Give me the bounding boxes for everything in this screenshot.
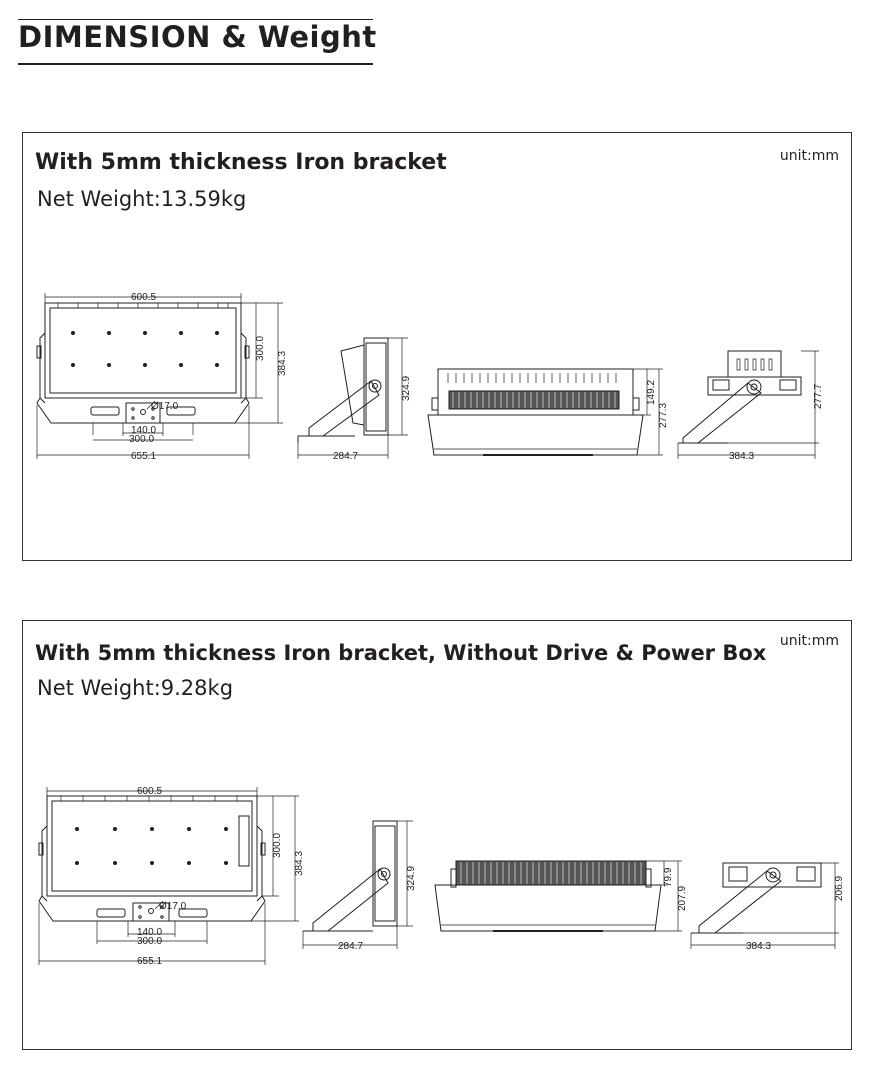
dim-hole: Ø17.0 — [159, 901, 187, 912]
top-view — [678, 351, 819, 459]
top-view — [691, 863, 839, 949]
dim-height-inner: 300.0 — [255, 336, 266, 361]
dim-side-height: 324.9 — [406, 866, 417, 891]
dim-slot-300: 300.0 — [129, 434, 154, 445]
panel-title: With 5mm thickness Iron bracket — [35, 150, 447, 175]
front-view — [39, 787, 299, 965]
title-underline — [18, 63, 373, 65]
side-view — [298, 338, 408, 459]
net-weight: Net Weight:9.28kg — [37, 676, 234, 700]
dim-top-depth: 384.3 — [746, 941, 771, 952]
panel-title: With 5mm thickness Iron bracket, Without… — [35, 641, 767, 665]
back-view — [435, 861, 682, 931]
dimension-panel-with-drive: With 5mm thickness Iron bracket Net Weig… — [22, 132, 852, 561]
dim-top-depth: 384.3 — [729, 451, 754, 462]
unit-label: unit:mm — [779, 633, 839, 649]
technical-drawing-set: 600.5 300.0 384.3 Ø17.0 140.0 300.0 655.… — [23, 786, 845, 967]
front-frame-inner — [50, 308, 236, 393]
dim-back-height-2: 277.3 — [658, 403, 669, 428]
dim-height-total: 384.3 — [277, 351, 288, 376]
dim-width-inner: 600.5 — [137, 786, 162, 797]
title-overline — [18, 19, 373, 20]
dim-back-height-1: 79.9 — [663, 867, 674, 887]
dim-width-total: 655.1 — [137, 956, 162, 967]
back-view — [428, 369, 663, 455]
net-weight: Net Weight:13.59kg — [37, 187, 247, 211]
dim-side-depth: 284.7 — [338, 941, 363, 952]
dimension-panel-without-drive: With 5mm thickness Iron bracket, Without… — [22, 620, 852, 1050]
front-view — [37, 293, 283, 459]
dim-slot-140: 140.0 — [137, 927, 162, 938]
dim-top-height: 206.9 — [834, 876, 845, 901]
dim-slot-300: 300.0 — [137, 936, 162, 947]
technical-drawing-set: 600.5 300.0 384.3 Ø17.0 140.0 300.0 655.… — [23, 292, 824, 462]
dim-back-height-1: 149.2 — [646, 380, 657, 405]
dim-height-inner: 300.0 — [272, 833, 283, 858]
side-view — [303, 821, 413, 949]
led-dots — [71, 331, 219, 367]
unit-label: unit:mm — [779, 148, 839, 164]
dim-hole: Ø17.0 — [151, 401, 179, 412]
dim-width-total: 655.1 — [131, 451, 156, 462]
dim-width-inner: 600.5 — [131, 292, 156, 303]
dim-back-height-2: 207.9 — [677, 886, 688, 911]
page-title: DIMENSION & Weight — [18, 20, 377, 54]
dim-side-depth: 284.7 — [333, 451, 358, 462]
dim-slot-140: 140.0 — [131, 425, 156, 436]
dim-top-height: 277.7 — [813, 384, 824, 409]
dim-side-height: 324.9 — [401, 376, 412, 401]
dim-height-total: 384.3 — [294, 851, 305, 876]
led-dots — [75, 827, 228, 865]
front-frame-outer — [45, 303, 241, 398]
